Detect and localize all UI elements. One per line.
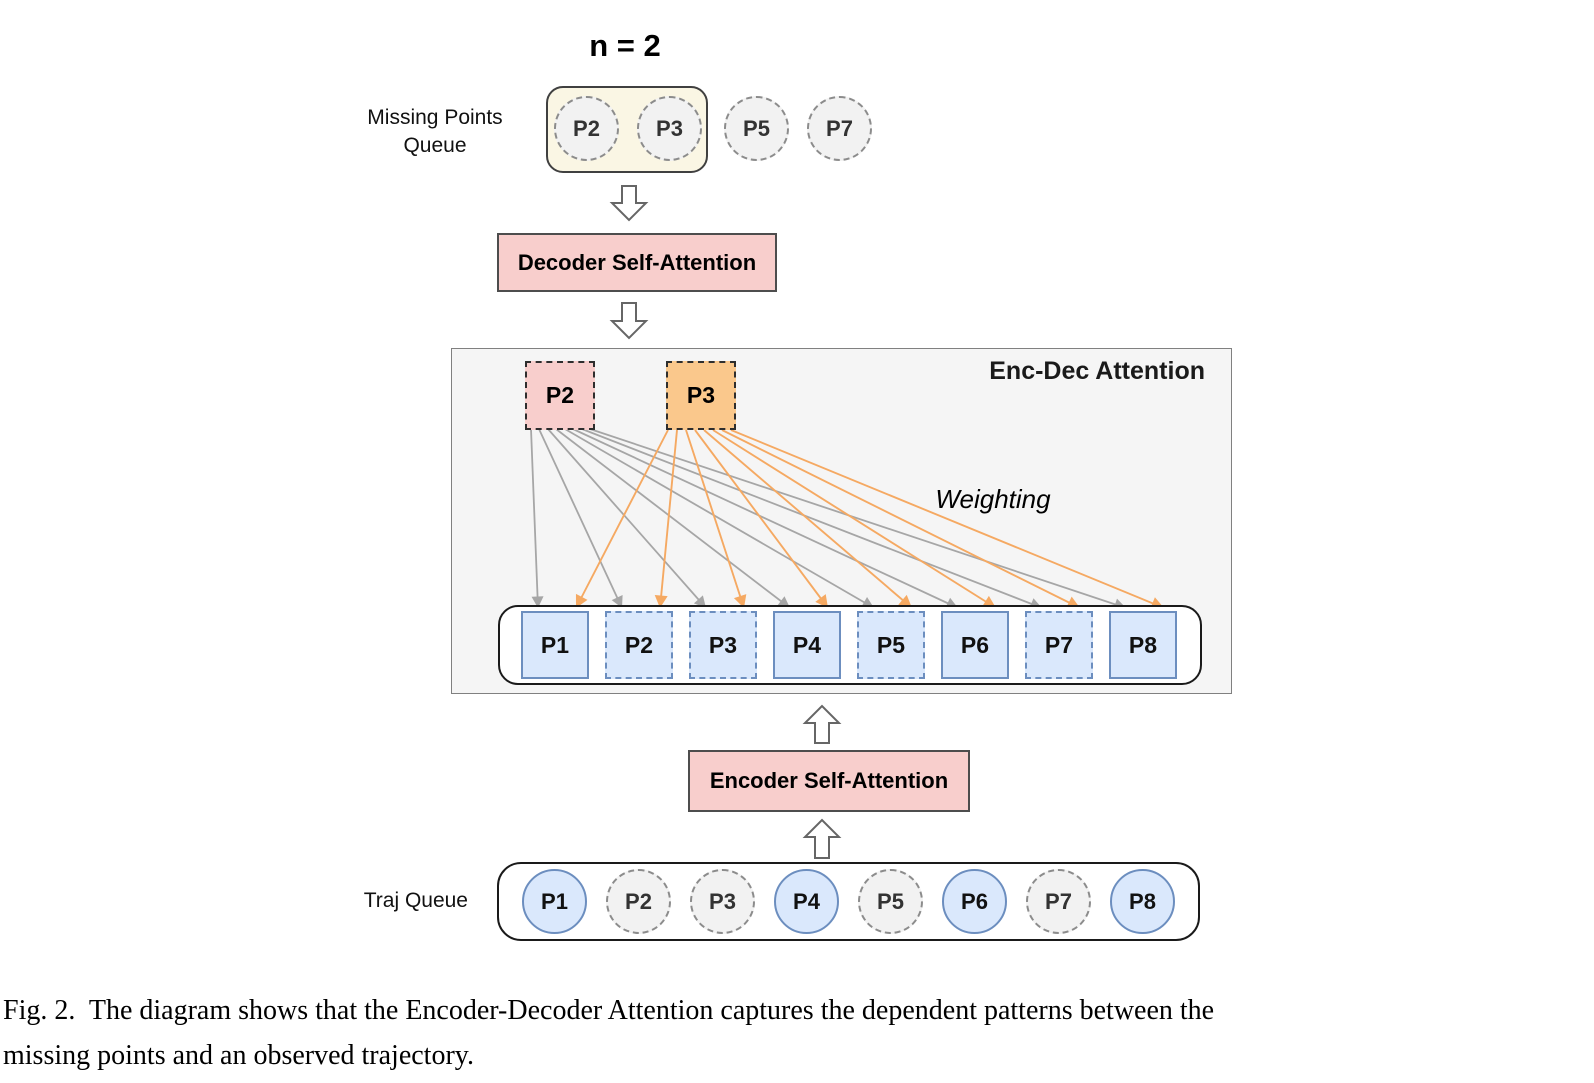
flow-arrow-queue-to-decoder [609,185,649,222]
query-token-p2: P2 [525,361,595,430]
traj-point-p1: P1 [522,869,587,934]
encoder-token-p7: P7 [1025,611,1093,679]
traj-point-p4: P4 [774,869,839,934]
enc-dec-attention-title: Enc-Dec Attention [989,357,1205,385]
missing-queue-point-p7: P7 [807,96,872,161]
traj-point-p2: P2 [606,869,671,934]
figure-caption-line2: missing points and an observed trajector… [3,1040,474,1071]
traj-queue-label: Traj Queue [363,889,468,912]
encoder-token-p4: P4 [773,611,841,679]
n-value-title: n = 2 [589,28,661,63]
missing-queue-point-p3: P3 [637,96,702,161]
traj-point-p6: P6 [942,869,1007,934]
traj-point-p3: P3 [690,869,755,934]
encoder-self-attention-block: Encoder Self-Attention [688,750,970,812]
encoder-token-p2: P2 [605,611,673,679]
encoder-token-p5: P5 [857,611,925,679]
encoder-token-p3: P3 [689,611,757,679]
encoder-token-p1: P1 [521,611,589,679]
encoder-token-container [498,605,1202,685]
encoder-token-p8: P8 [1109,611,1177,679]
traj-point-p5: P5 [858,869,923,934]
flow-arrow-queue-to-encoder [802,818,842,859]
traj-queue-container [497,862,1200,941]
missing-points-queue-label-line1: Missing Points [367,106,503,129]
figure-caption-line1: Fig. 2. The diagram shows that the Encod… [3,995,1215,1026]
traj-point-p8: P8 [1110,869,1175,934]
decoder-self-attention-block: Decoder Self-Attention [497,233,777,292]
flow-arrow-decoder-to-encdec [609,302,649,340]
flow-arrow-encoder-to-encdec [802,704,842,744]
traj-point-p7: P7 [1026,869,1091,934]
encoder-token-p6: P6 [941,611,1009,679]
missing-points-queue-label: Missing Points Queue [335,104,535,160]
missing-queue-point-p5: P5 [724,96,789,161]
missing-queue-point-p2: P2 [554,96,619,161]
missing-points-queue-label-line2: Queue [403,134,467,157]
weighting-label: Weighting [935,484,1051,514]
query-token-p3: P3 [666,361,736,430]
